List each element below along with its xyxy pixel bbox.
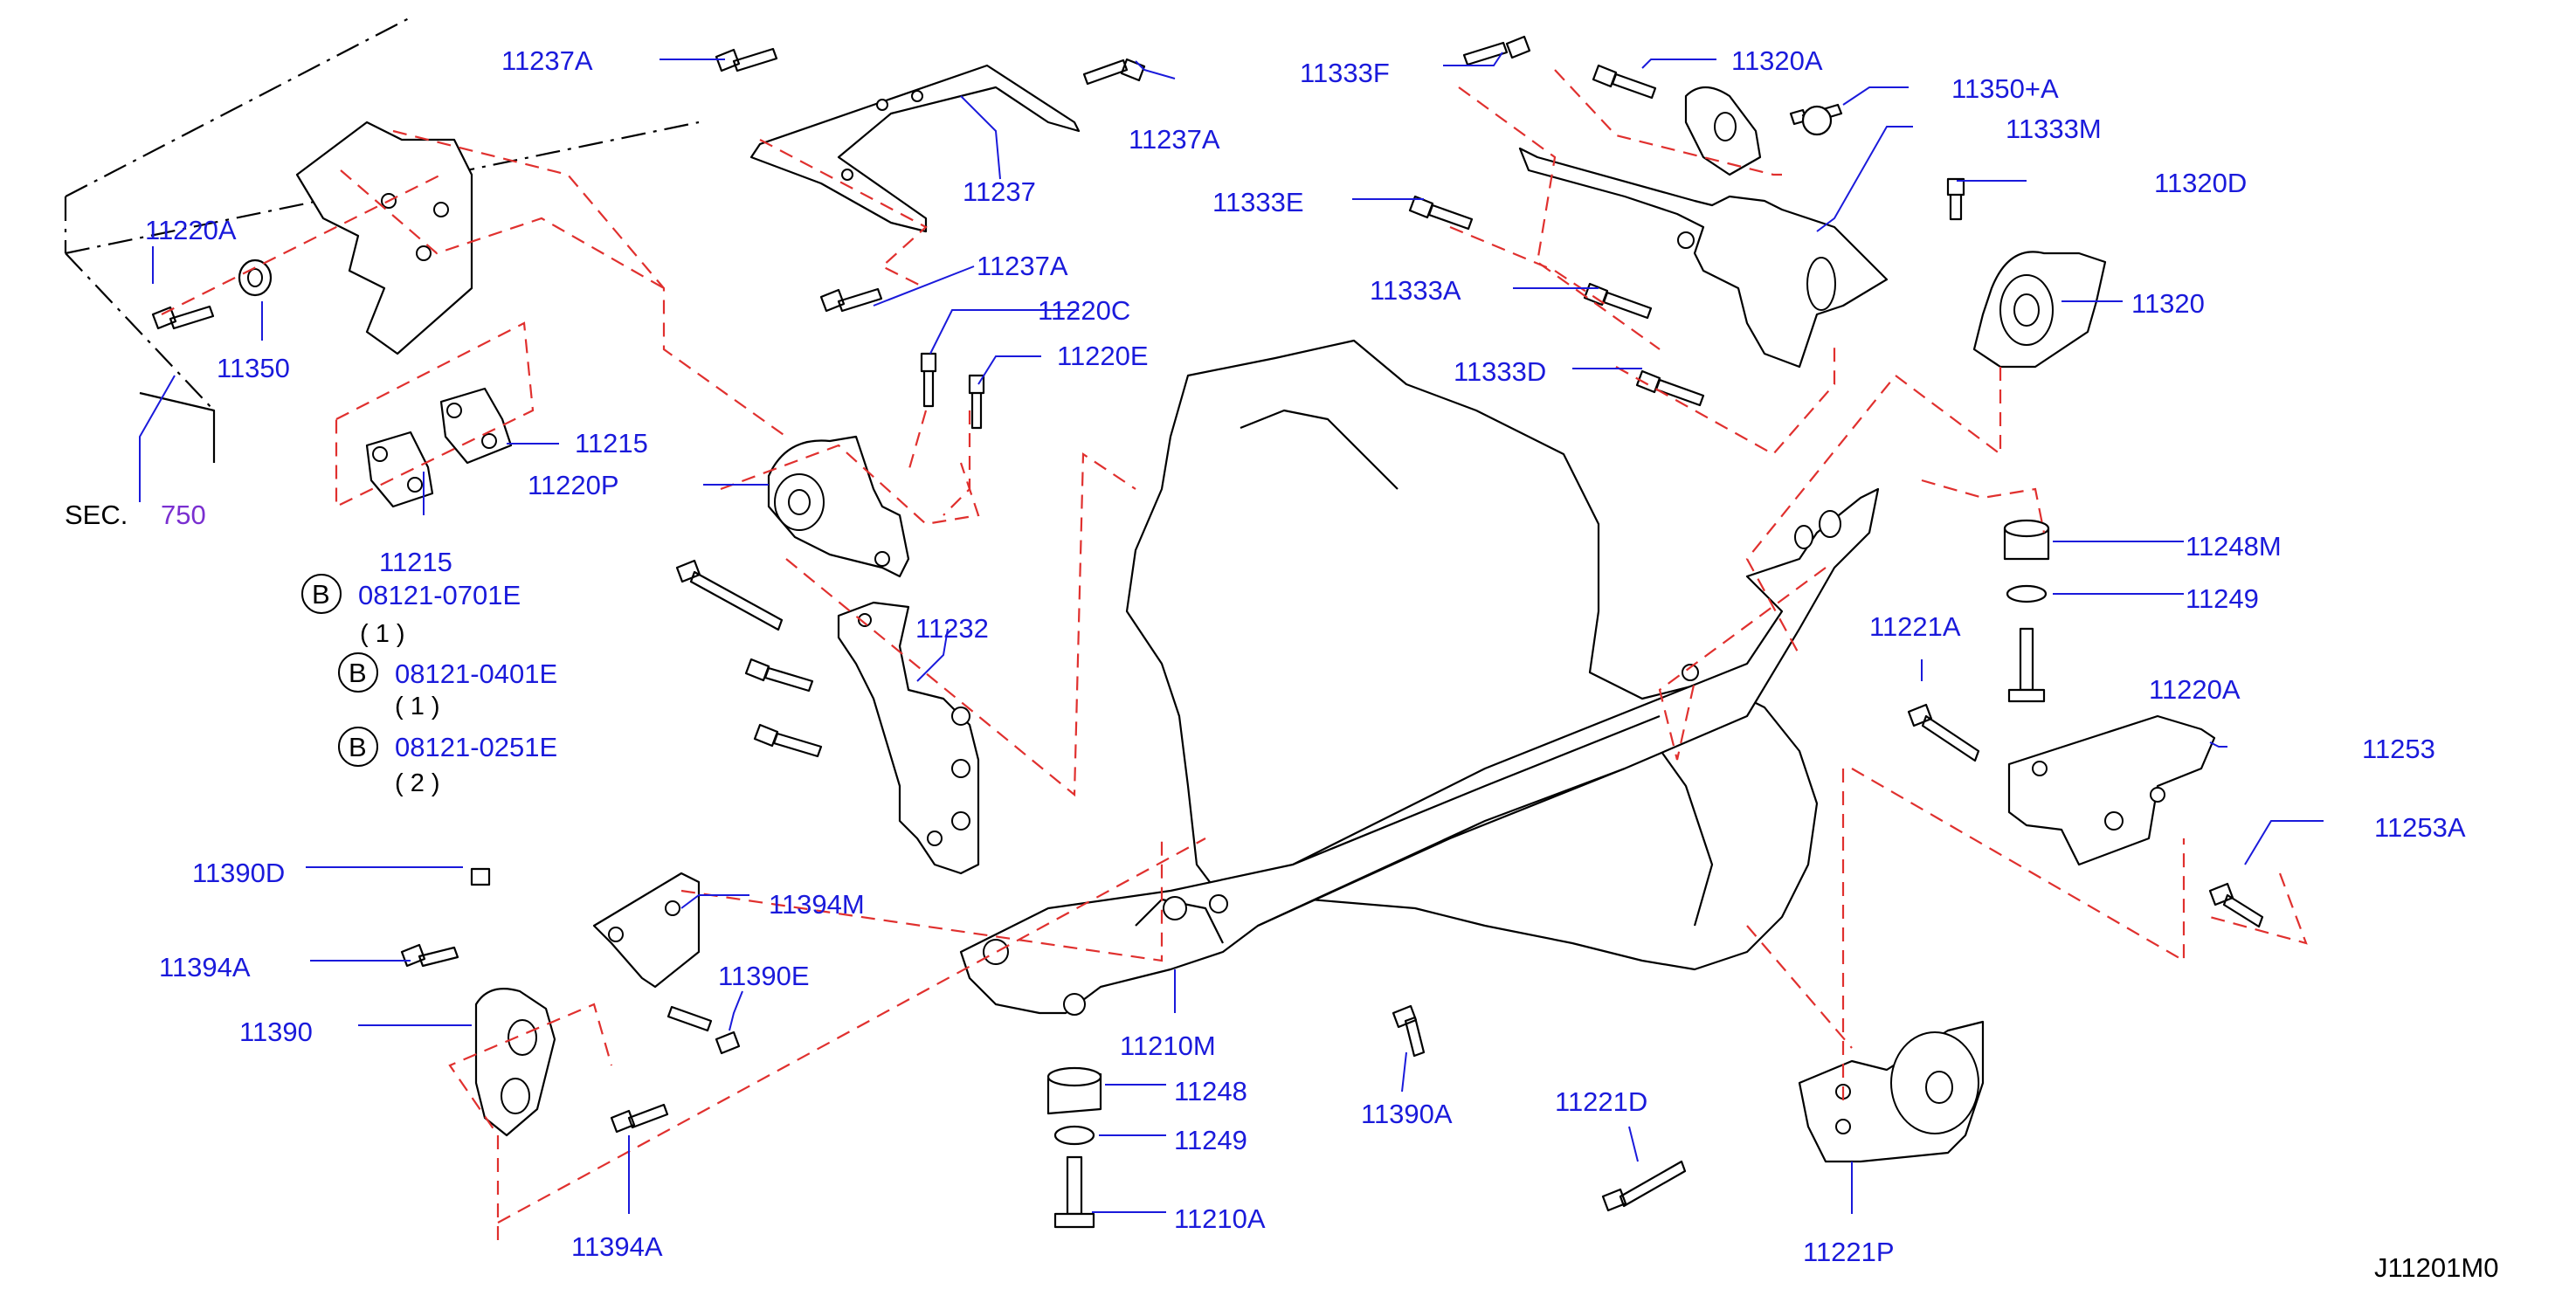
bolt-11210A <box>1053 1155 1095 1229</box>
spacer-11215-a <box>439 387 513 465</box>
section-prefix: SEC. <box>65 500 128 530</box>
bolt-marker-1: B <box>312 579 330 610</box>
label-11220A[interactable]: 11220A <box>145 215 237 245</box>
label-11220C[interactable]: 11220C <box>1038 295 1130 326</box>
rear-mount-11221P <box>1798 1020 1985 1163</box>
label-11210M[interactable]: 11210M <box>1120 1031 1216 1061</box>
bolt-qty-2: ( 1 ) <box>395 693 440 720</box>
label-11350A[interactable]: 11350+A <box>1951 73 2059 104</box>
mount-bracket-11333M <box>1518 147 1889 369</box>
label-11221P[interactable]: 11221P <box>1803 1237 1895 1267</box>
bolt-part-1[interactable]: 08121-0701E <box>358 580 521 610</box>
label-11333D[interactable]: 11333D <box>1454 356 1546 387</box>
label-11390[interactable]: 11390 <box>239 1017 313 1047</box>
bolt-qty-3: ( 2 ) <box>395 769 440 797</box>
label-11237[interactable]: 11237 <box>963 176 1036 207</box>
label-11220P[interactable]: 11220P <box>528 470 619 500</box>
label-11320D[interactable]: 11320D <box>2154 168 2247 198</box>
label-11390E[interactable]: 11390E <box>718 961 810 991</box>
spacer-11215-b <box>365 431 434 508</box>
upper-mount-insulator-11320A <box>1684 86 1762 176</box>
assembly-guide-lines <box>161 69 2308 1240</box>
label-11320[interactable]: 11320 <box>2131 288 2205 319</box>
engine-mount-insulator-11220P <box>767 435 910 578</box>
label-11237A-top-left[interactable]: 11237A <box>501 45 593 76</box>
mount-cushion-11248M <box>2003 519 2050 561</box>
engine-mount-11320 <box>1972 251 2107 369</box>
bolt-qty-1: ( 1 ) <box>360 620 405 648</box>
label-11232[interactable]: 11232 <box>915 613 989 644</box>
bolt-icons <box>151 35 2264 1212</box>
label-11253[interactable]: 11253 <box>2362 734 2435 764</box>
label-11253A[interactable]: 11253A <box>2374 812 2466 843</box>
leader-lines <box>152 52 2324 1214</box>
bolt-marker-3: B <box>349 732 367 762</box>
section-reference: SEC. 750 <box>65 375 206 530</box>
mount-cushion-11248 <box>1046 1066 1102 1115</box>
label-11333F[interactable]: 11333F <box>1300 58 1390 88</box>
label-11210A[interactable]: 11210A <box>1174 1203 1266 1234</box>
section-number[interactable]: 750 <box>161 500 206 530</box>
label-11394A-bottom[interactable]: 11394A <box>571 1231 663 1262</box>
drawing-code: J11201M0 <box>2374 1252 2498 1283</box>
bolt-part-3[interactable]: 08121-0251E <box>395 732 557 762</box>
body-mount-bracket <box>295 121 473 355</box>
mount-bracket-11394M <box>592 872 701 989</box>
label-11237A-top-right[interactable]: 11237A <box>1129 124 1220 155</box>
part-labels: 11237A 11237A 11237 11237A 11220A 11350 … <box>145 45 2466 1267</box>
label-11248[interactable]: 11248 <box>1174 1076 1247 1106</box>
label-11215-right[interactable]: 11215 <box>575 428 648 458</box>
label-11221A[interactable]: 11221A <box>1869 611 1961 642</box>
bolt-part-2[interactable]: 08121-0401E <box>395 658 557 689</box>
engine-transmission-outline <box>1125 339 1819 971</box>
label-11220E[interactable]: 11220E <box>1057 341 1149 371</box>
label-11237A-mid[interactable]: 11237A <box>977 251 1068 281</box>
mount-bracket-11237 <box>749 64 1081 233</box>
label-11215-bottom[interactable]: 11215 <box>379 547 452 577</box>
washer-11249 <box>1053 1125 1095 1146</box>
label-11394A-left[interactable]: 11394A <box>159 952 251 982</box>
washer-11249-upper <box>2006 584 2048 603</box>
label-11248M[interactable]: 11248M <box>2186 531 2282 562</box>
crossmember <box>959 487 1880 1016</box>
label-11333A[interactable]: 11333A <box>1370 275 1461 306</box>
bolt-part-numbers: B 08121-0701E ( 1 ) B 08121-0401E ( 1 ) … <box>312 579 557 797</box>
bolt-right-vertical <box>2007 627 2046 703</box>
label-11390D[interactable]: 11390D <box>192 858 285 888</box>
mount-insulator-11390 <box>474 988 556 1137</box>
label-11394M[interactable]: 11394M <box>769 889 865 920</box>
label-11249-lower[interactable]: 11249 <box>1174 1125 1247 1155</box>
label-11320A[interactable]: 11320A <box>1731 45 1823 76</box>
label-11333E[interactable]: 11333E <box>1212 187 1304 217</box>
rear-mount-bracket-11253 <box>2007 714 2216 866</box>
label-11333M[interactable]: 11333M <box>2006 114 2102 144</box>
bolt-markers <box>301 574 378 767</box>
label-11350[interactable]: 11350 <box>217 353 290 383</box>
label-11221D[interactable]: 11221D <box>1555 1086 1647 1117</box>
engine-bracket-11232 <box>837 601 980 875</box>
label-11249-upper[interactable]: 11249 <box>2186 583 2259 614</box>
label-11220A-partial[interactable]: 11220A <box>2149 674 2241 705</box>
bolt-marker-2: B <box>349 658 367 688</box>
label-11390A[interactable]: 11390A <box>1361 1099 1453 1129</box>
